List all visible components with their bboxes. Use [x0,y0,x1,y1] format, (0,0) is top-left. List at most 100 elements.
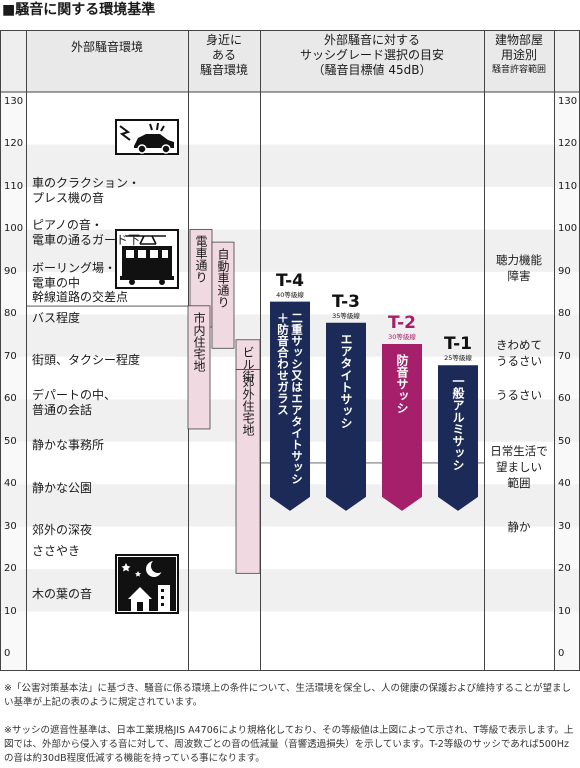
note-1: ※「公害対策基本法」に基づき、騒音に係る環境上の条件について、生活環境を保全し、… [4,683,572,708]
noise-level-line: 静かな事務所 [32,438,105,453]
use-level-label: 日常生活で望ましい範囲 [484,443,554,491]
y-tick-label: 70 [4,350,17,362]
sash-grade-arrow [438,365,478,511]
noise-level-line: 電車の通るガード下 [32,233,141,248]
y-tick-label: 120 [4,138,24,150]
right-tick-column [554,30,580,670]
y-tick-label: 90 [558,265,571,277]
y-tick-label: 100 [558,223,578,235]
nearby-bar [187,305,211,430]
sash-grade-sublabel: 35等級線 [332,311,360,320]
y-tick-label: 30 [558,520,571,532]
header-gap [0,92,580,102]
sash-grade-arrow [326,322,366,511]
header-use-line: 建物部屋 [494,33,543,47]
chart-canvas [0,30,580,671]
noise-level-label: 静かな事務所 [32,438,104,453]
use-level-label: 聴力機能障害 [484,252,554,284]
noise-level-label: 幹線道路の交差点 [32,290,128,305]
header-sash-line: サッシグレード選択の目安 [299,48,444,62]
header-band [0,30,580,92]
use-level-line: うるさい [496,387,542,402]
row-band [0,526,580,570]
y-tick-label: 130 [4,96,24,107]
noise-level-line: ボーリング場・ [32,260,117,275]
header-use-line: 用途別 [500,48,537,62]
noise-level-line: バス程度 [32,310,81,325]
noise-level-label: 静かな公園 [32,481,92,496]
y-tick-label: 110 [558,180,578,192]
sash-grade-label: T-3 [332,291,360,312]
noise-level-label: 街頭、タクシー程度 [32,353,140,368]
row-band [0,611,580,654]
use-level-line: うるさい [496,353,542,368]
sash-grade-description: 二重サッシ又はエアタイトサッシ＋防音合わせガラス [276,311,304,485]
left-tick-column [0,30,26,670]
car-horn-icon [115,119,179,155]
noise-level-line: ピアノの音・ [32,218,103,233]
y-tick-label: 70 [558,350,571,362]
noise-level-line: 静かな公園 [32,480,93,495]
y-tick-label: 0 [558,648,565,659]
nearby-bar-label: 自動車通り [216,248,230,309]
use-level-line: 障害 [507,268,531,283]
use-level-line: 範囲 [507,476,531,491]
header-near-line: 身近に [205,33,242,47]
use-level-line: 日常生活で [490,444,548,459]
y-tick-label: 60 [4,393,17,405]
nearby-bar-label: 郊外住宅地 [241,375,255,436]
nearby-bar [235,339,261,370]
sash-grade-arrow [382,344,422,511]
chart-marks [187,228,478,574]
y-tick-label: 10 [4,605,17,617]
sash-grade-label: T-1 [444,334,472,355]
y-tick-label: 110 [4,180,24,192]
y-tick-label: 50 [4,435,17,447]
noise-level-label: 郊外の深夜 [32,523,92,538]
use-level-line: 静か [507,519,531,534]
use-level-label: 静か [484,519,554,535]
header-use-line: 騒音許容範囲 [491,65,546,75]
header-sash-line: （騒音目標値 45dB） [312,63,432,77]
header-env: 外部騒音環境 [70,40,143,54]
y-tick-label: 80 [558,308,571,320]
y-tick-label: 0 [4,648,11,659]
y-tick-label: 80 [4,308,17,320]
sash-grade-description: 防音サッシ [395,354,409,415]
sash-grade-description: 一般アルミサッシ [451,375,465,472]
y-tick-label: 10 [558,605,571,617]
noise-level-label: 木の葉の音 [32,587,92,602]
noise-level-line: 街頭、タクシー程度 [32,353,141,368]
y-tick-label: 40 [558,478,571,490]
y-tick-label: 20 [4,563,17,575]
y-tick-label: 40 [4,478,17,490]
sash-grade-sublabel: 25等級線 [444,354,472,363]
sash-grade-label: T-4 [276,270,304,291]
noise-level-label: ボーリング場・電車の中 [32,261,116,291]
use-level-label: きわめてうるさい [484,337,554,369]
nearby-bar [211,241,235,349]
header-use: 建物部屋 用途別 騒音許容範囲 [484,33,554,78]
noise-level-line: ささやき [32,544,81,559]
y-tick-label: 130 [558,96,578,107]
noise-level-label: ささやき [32,544,80,559]
nearby-bar-label: 電車通り [194,235,208,284]
sash-grade-label: T-2 [388,313,416,334]
y-tick-label: 50 [558,435,571,447]
noise-level-label: 車のクラクション・プレス機の音 [32,176,140,206]
use-level-line: 望ましい [496,460,542,475]
sash-grade-sublabel: 40等級線 [276,290,304,299]
nearby-bar-label: ビル街 [241,345,255,382]
noise-level-line: 電車の中 [32,275,81,290]
night-house-icon [115,554,179,614]
nearby-bar [235,369,261,574]
sash-grade-sublabel: 30等級線 [388,333,416,342]
noise-level-line: 幹線道路の交差点 [32,289,129,304]
use-level-line: きわめて [496,337,542,352]
y-tick-label: 30 [4,520,17,532]
y-tick-label: 20 [558,563,571,575]
use-level-line: 聴力機能 [496,252,542,267]
header-near-line: 騒音環境 [199,63,248,77]
y-tick-label: 90 [4,265,17,277]
header-near: 身近に ある 騒音環境 [188,33,260,78]
